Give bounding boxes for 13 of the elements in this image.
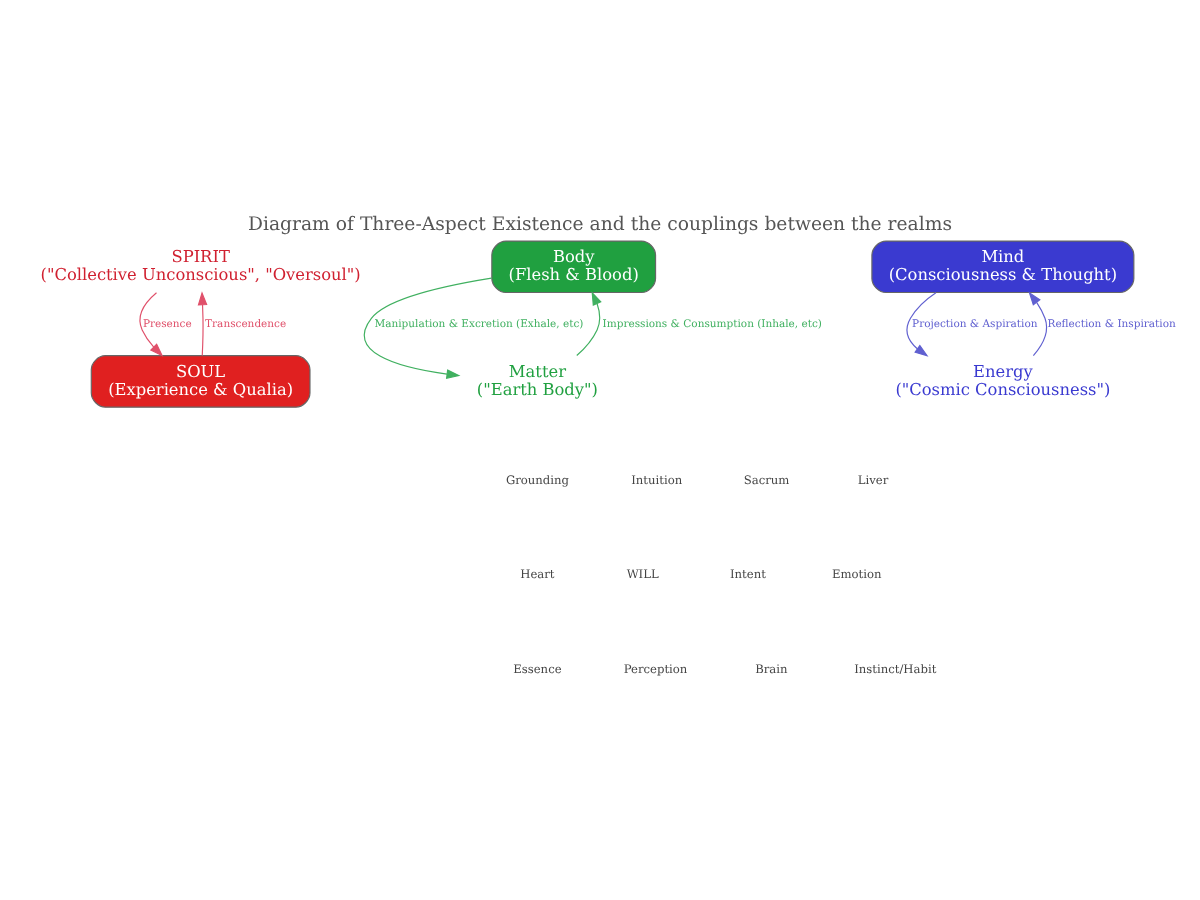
node-text: SPIRIT ("Collective Unconscious", "Oversoul") bbox=[40, 245, 361, 283]
node-text: Matter ("Earth Body") bbox=[476, 359, 598, 398]
node-box: Body (Flesh & Blood) bbox=[491, 239, 657, 293]
arrow bbox=[576, 290, 602, 356]
node-text: Energy ("Cosmic Consciousness") bbox=[895, 359, 1111, 398]
node-box: Mind (Consciousness & Thought) bbox=[871, 239, 1135, 293]
node-box: SOUL (Experience & Qualia) bbox=[90, 354, 311, 407]
arrow bbox=[906, 291, 937, 356]
diagram-title: Diagram of Three-Aspect Existence and the couplings between the realms bbox=[247, 213, 953, 236]
arrow bbox=[197, 290, 208, 356]
arrow bbox=[1028, 290, 1048, 356]
arrow bbox=[363, 276, 493, 378]
arrow bbox=[139, 291, 164, 356]
